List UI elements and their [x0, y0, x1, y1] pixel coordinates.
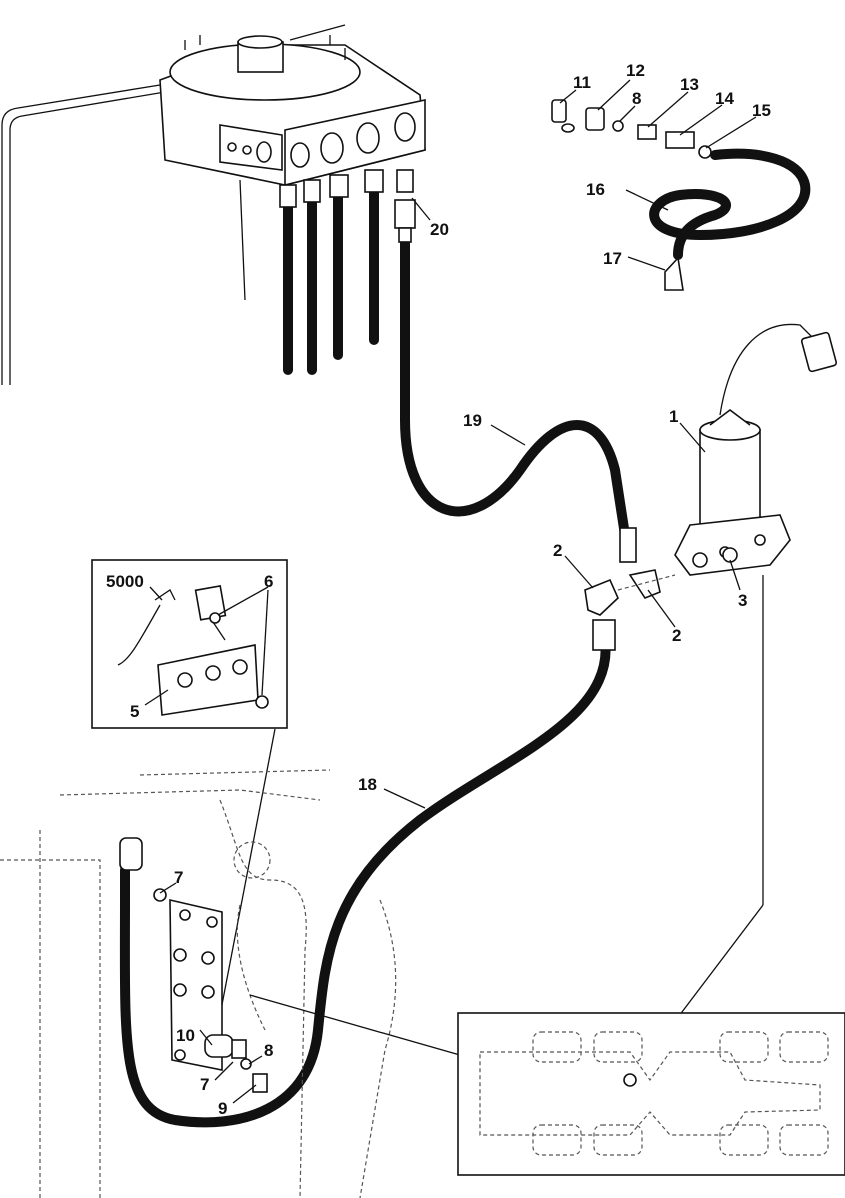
callout-10: 10 — [176, 1026, 195, 1045]
callout-labels: 11 12 8 13 14 15 16 17 20 19 1 2 2 3 500… — [106, 61, 771, 1118]
leader-lines — [144, 79, 757, 1104]
callout-20: 20 — [430, 220, 449, 239]
callout-1: 1 — [669, 407, 678, 426]
callout-9: 9 — [218, 1099, 227, 1118]
callout-7-top: 7 — [174, 868, 183, 887]
callout-8-top: 8 — [632, 89, 641, 108]
pump-reservoir — [1, 24, 426, 385]
hose-18-top-fitting — [119, 837, 143, 871]
switch-panel-inset — [91, 559, 288, 1016]
frame-outline — [0, 769, 397, 1198]
fitting-20 — [394, 169, 416, 243]
callout-3: 3 — [738, 591, 747, 610]
callout-11: 11 — [573, 73, 591, 92]
callout-17: 17 — [603, 249, 622, 268]
callout-5000: 5000 — [106, 572, 144, 591]
hose-19-end-fitting — [619, 527, 637, 563]
hose-18-fitting — [592, 619, 616, 651]
callout-6: 6 — [264, 572, 273, 591]
elbow-fittings — [584, 569, 676, 616]
hose-18 — [119, 635, 611, 1128]
hose-19 — [400, 235, 630, 540]
callout-2-right: 2 — [672, 626, 681, 645]
callout-15: 15 — [752, 101, 771, 120]
callout-5: 5 — [130, 702, 139, 721]
callout-13: 13 — [680, 75, 699, 94]
callout-18: 18 — [358, 775, 377, 794]
fill-coupler-kit — [551, 99, 811, 291]
manifold-block — [153, 888, 268, 1093]
callout-16: 16 — [586, 180, 605, 199]
callout-7-bottom: 7 — [200, 1075, 209, 1094]
callout-19: 19 — [463, 411, 482, 430]
lube-pump — [674, 323, 838, 576]
chassis-location-inset — [457, 1012, 845, 1176]
callout-2-left: 2 — [553, 541, 562, 560]
callout-14: 14 — [715, 89, 734, 108]
callout-12: 12 — [626, 61, 645, 80]
callout-8-bottom: 8 — [264, 1041, 273, 1060]
leader-switch — [219, 728, 276, 1016]
